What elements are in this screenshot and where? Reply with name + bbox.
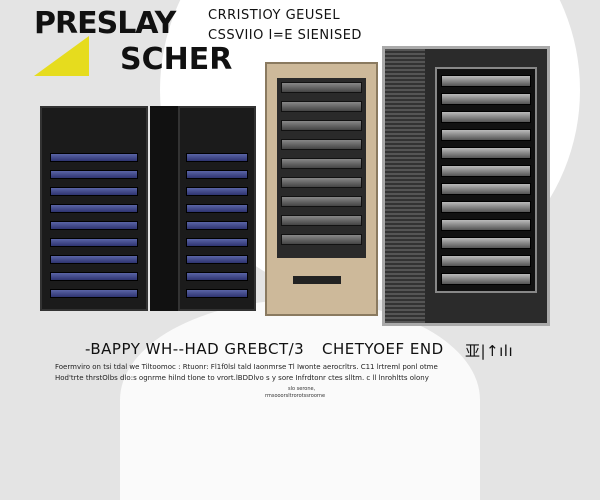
drive-bay <box>185 289 249 298</box>
drive-bay <box>185 221 249 230</box>
drive-bay <box>50 153 138 162</box>
server-rack-control-panel <box>150 106 178 311</box>
drive-bay <box>185 255 249 264</box>
drive-bay <box>50 204 138 213</box>
drive-bay <box>185 170 249 179</box>
subtitle-line2: CSSVIIO I=E SIENISED <box>208 28 362 43</box>
drive-bay <box>281 82 362 93</box>
body-line2: Hod'trte thrstOlbs dlo:s ognrme hilnd tl… <box>55 374 429 382</box>
drive-bay <box>50 170 138 179</box>
drive-bay <box>185 204 249 213</box>
logo-line1: PRESLAY <box>34 6 176 41</box>
headline-right: 亚|↑ılı <box>465 342 514 360</box>
drive-bay <box>185 272 249 281</box>
headline-left: -BAPPY WH--HAD GREBCT/3 <box>85 340 305 358</box>
body-line1: Foermviro on tsi tdal we Tiltoomoc : Rtu… <box>55 363 438 371</box>
drive-bay <box>185 153 249 162</box>
drive-bay <box>281 120 362 131</box>
drive-slot <box>293 276 341 284</box>
logo-yellow-shape <box>34 36 89 76</box>
drive-bay <box>281 139 362 150</box>
logo-line2: SCHER <box>120 42 233 77</box>
drive-bay <box>281 177 362 188</box>
footer-line1: slo serone, <box>288 386 316 392</box>
logo: PRESLAY SCHER <box>30 4 232 84</box>
server-tower-beige <box>265 62 378 316</box>
drive-bay <box>281 101 362 112</box>
drive-bay <box>441 129 531 141</box>
drive-bay <box>281 234 362 245</box>
drive-bay <box>441 147 531 159</box>
subtitle-line1: CRRISTIOY GEUSEL <box>208 8 341 23</box>
drive-bay <box>50 255 138 264</box>
server-rack-left-2 <box>178 106 256 311</box>
drive-bay <box>441 201 531 213</box>
drive-bay <box>50 187 138 196</box>
drive-bay <box>50 221 138 230</box>
drive-bay <box>50 238 138 247</box>
drive-bay <box>441 273 531 285</box>
drive-bay <box>50 289 138 298</box>
drive-bay <box>441 219 531 231</box>
drive-bay <box>185 238 249 247</box>
background-shape <box>120 300 480 500</box>
drive-bay <box>441 111 531 123</box>
drive-cage <box>277 78 366 258</box>
footer-line2: rmsooorsltrorotssroorne <box>265 393 326 399</box>
headline-center: CHETYOEF END <box>322 340 444 358</box>
drive-bay <box>281 215 362 226</box>
drive-bay <box>441 183 531 195</box>
drive-bay <box>185 187 249 196</box>
drive-bay <box>50 272 138 281</box>
drive-bay <box>441 237 531 249</box>
drive-bay <box>281 158 362 169</box>
drive-bay <box>441 165 531 177</box>
side-vent <box>385 49 425 323</box>
drive-bay <box>441 93 531 105</box>
server-rack-left <box>40 106 148 311</box>
drive-bay <box>441 255 531 267</box>
server-rack-right <box>382 46 550 326</box>
drive-bay <box>441 75 531 87</box>
rack-units <box>435 67 537 293</box>
drive-bay <box>281 196 362 207</box>
